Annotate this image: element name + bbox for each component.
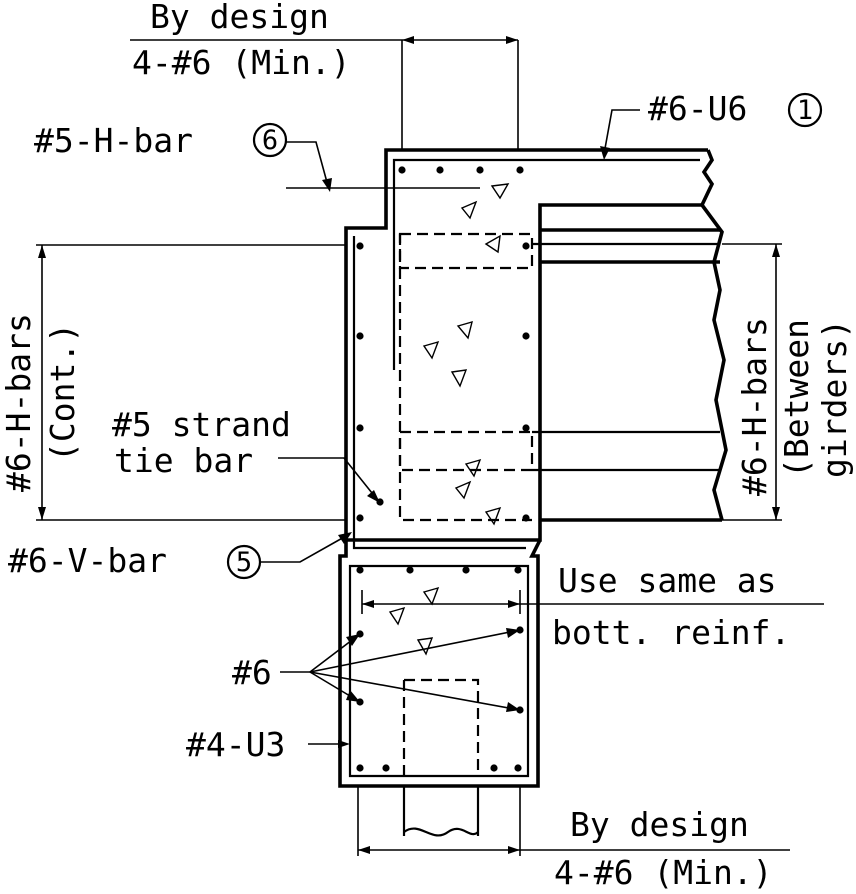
- top-by-design-label: By design: [150, 0, 329, 36]
- leaders: [260, 109, 640, 748]
- reinforcement-bars: [348, 158, 720, 837]
- dimension-bottom: [357, 786, 790, 856]
- dimension-inner: [361, 590, 824, 614]
- u6-bar-label: #6-U6: [648, 89, 747, 128]
- v-bar-mark: 5: [236, 547, 252, 578]
- top-min-bars-label: 4-#6 (Min.): [132, 43, 351, 82]
- concrete-outline: [338, 148, 728, 788]
- strand-tie-label-2: tie bar: [114, 441, 253, 480]
- dimension-right: [722, 243, 782, 521]
- u3-bar-label: #4-U3: [186, 725, 285, 764]
- left-cont-label: (Cont.): [43, 323, 82, 462]
- v-bar-label: #6-V-bar: [8, 541, 167, 580]
- use-same-label-2: bott. reinf.: [552, 613, 790, 652]
- strand-tie-label-1: #5 strand: [112, 405, 291, 444]
- u6-bar-mark: 1: [797, 95, 813, 126]
- right-girders-label: girders): [815, 319, 854, 478]
- dimension-left: [36, 244, 346, 521]
- bar6-label: #6: [232, 653, 272, 692]
- mark-circles: [226, 92, 823, 580]
- right-between-label: (Between: [777, 319, 816, 478]
- bottom-min-bars-label: 4-#6 (Min.): [554, 853, 773, 892]
- bar-dots: [356, 166, 530, 772]
- h-bar-top-mark: 6: [262, 125, 278, 156]
- concrete-hatch: [388, 183, 510, 656]
- left-h-bars-label: #6-H-bars: [0, 313, 38, 492]
- right-h-bars-label: #6-H-bars: [735, 317, 774, 496]
- h-bar-top-label: #5-H-bar: [34, 121, 193, 160]
- use-same-label-1: Use same as: [558, 561, 777, 600]
- dimension-top: [130, 36, 519, 150]
- bottom-by-design-label: By design: [570, 805, 749, 844]
